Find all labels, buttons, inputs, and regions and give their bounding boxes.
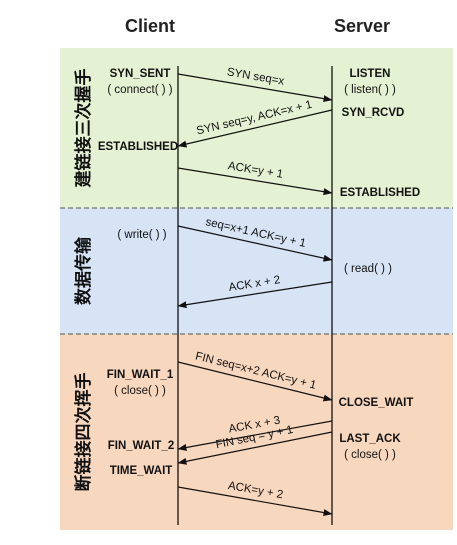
client-state-time-wait: TIME_WAIT — [110, 465, 173, 477]
client-state-syn-sent: SYN_SENT — [110, 68, 171, 80]
phase-label-handshake: 建链接三次握手 — [73, 69, 94, 188]
message-arrow — [177, 281, 333, 309]
client-state-established: ESTABLISHED — [98, 141, 178, 153]
server-state-listen: LISTEN — [350, 68, 391, 80]
message-arrow — [177, 167, 333, 196]
client-header: Client — [125, 16, 175, 36]
client-states: SYN_SENT ( connect( ) ) ESTABLISHED ( wr… — [98, 68, 178, 477]
message-arrow — [177, 431, 333, 465]
message-arrow — [177, 486, 333, 516]
client-call-close: ( close( ) ) — [114, 385, 166, 397]
client-call-write: ( write( ) ) — [117, 229, 166, 241]
client-state-fin-wait-2: FIN_WAIT_2 — [108, 440, 174, 452]
server-call-close: ( close( ) ) — [344, 449, 396, 461]
message-arrow — [177, 109, 333, 148]
phase-label-transfer: 数据传输 — [73, 236, 94, 305]
server-states: LISTEN ( listen( ) ) SYN_RCVD ESTABLISHE… — [339, 68, 421, 461]
server-header: Server — [334, 16, 390, 36]
server-state-established: ESTABLISHED — [340, 187, 420, 199]
phase-label-close: 断链接四次挥手 — [73, 373, 94, 492]
server-call-read: ( read( ) ) — [344, 263, 392, 275]
phase-band-close — [60, 334, 453, 530]
message-arrow — [177, 73, 333, 103]
server-state-last-ack: LAST_ACK — [339, 433, 401, 445]
client-state-fin-wait-1: FIN_WAIT_1 — [107, 369, 174, 381]
phase-band-transfer — [60, 208, 453, 334]
server-call-listen: ( listen( ) ) — [344, 84, 396, 96]
phase-labels: 建链接三次握手 数据传输 断链接四次挥手 — [73, 69, 94, 492]
message-arrow — [177, 225, 333, 262]
message-arrow — [177, 420, 333, 451]
server-state-close-wait: CLOSE_WAIT — [339, 397, 414, 409]
message-arrow — [177, 361, 333, 402]
client-call-connect: ( connect( ) ) — [107, 84, 172, 96]
server-state-syn-rcvd: SYN_RCVD — [342, 107, 405, 119]
